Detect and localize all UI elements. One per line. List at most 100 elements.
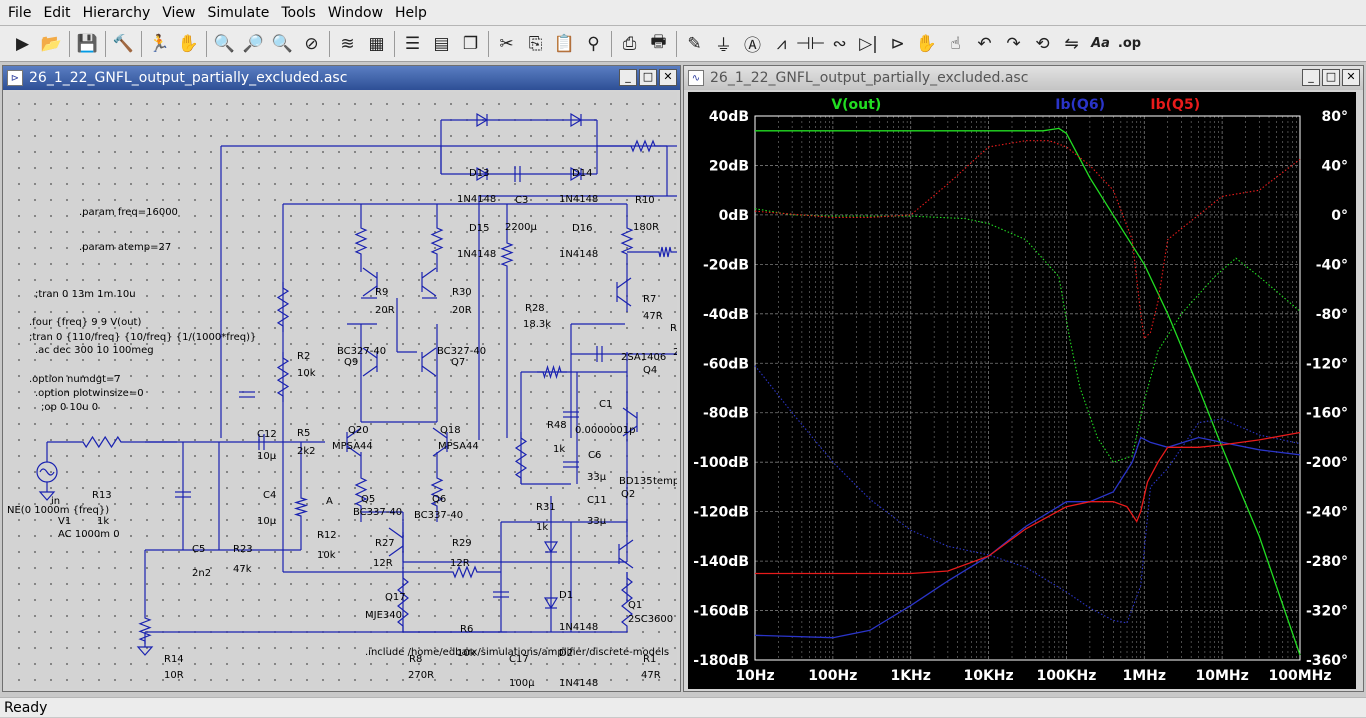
component-label: 1k — [536, 522, 548, 533]
transistor-lead — [362, 267, 378, 279]
menu-hierarchy[interactable]: Hierarchy — [82, 4, 151, 21]
transistor-lead — [421, 365, 437, 377]
copy-icon[interactable]: ⎘ — [528, 33, 543, 54]
plot-maximize-button[interactable]: □ — [1322, 69, 1340, 86]
resistor-symbol — [430, 222, 444, 260]
component-label: Q6 — [432, 494, 446, 505]
transistor-lead — [432, 445, 448, 457]
resistor-symbol — [621, 572, 633, 632]
rotate-icon[interactable]: ⟲ — [1035, 33, 1050, 54]
find-icon[interactable]: ⚲ — [587, 33, 600, 54]
maximize-button[interactable]: □ — [639, 69, 657, 86]
cascade-icon[interactable]: ❐ — [462, 33, 479, 54]
plot-close-button[interactable]: ✕ — [1342, 69, 1360, 86]
series-vout-mag — [755, 127, 1301, 656]
component-icon[interactable]: ⊳ — [890, 33, 905, 54]
component-label: 10k — [457, 648, 476, 659]
menu-tools[interactable]: Tools — [281, 4, 316, 21]
component-label: Q20 — [348, 425, 369, 436]
spice-directive: ;op 0 10u 0 — [41, 402, 98, 413]
component-label: C4 — [263, 490, 276, 501]
inductor-icon[interactable]: ∾ — [832, 33, 847, 54]
ground-icon[interactable]: ⏚ — [715, 36, 732, 56]
transistor-lead — [421, 267, 437, 279]
resistor-symbol — [537, 364, 567, 380]
component-label: 10R — [164, 670, 184, 681]
y-left-tick-label: -120dB — [693, 505, 749, 521]
undo-icon[interactable]: ↶ — [977, 33, 992, 54]
y-right-tick-label: -40° — [1316, 257, 1348, 273]
y-left-tick-label: -60dB — [703, 356, 749, 372]
diode-icon[interactable]: ▷| — [859, 33, 878, 54]
y-left-tick-label: 0dB — [719, 208, 749, 224]
menu-simulate[interactable]: Simulate — [207, 4, 270, 21]
control-panel-icon[interactable]: 🔨 — [112, 33, 135, 54]
resistor-symbol — [514, 432, 528, 484]
spice-directive: .option plotwinsize=0 — [35, 388, 144, 399]
source-sine — [39, 468, 55, 476]
print-setup-icon[interactable]: ⎙ — [622, 33, 637, 54]
component-label: 33µ — [587, 472, 607, 483]
component-label: 10k — [317, 550, 336, 561]
resistor-symbol — [276, 282, 290, 332]
redo-icon[interactable]: ↷ — [1006, 33, 1021, 54]
zoom-pan-icon[interactable]: 🔎 — [242, 33, 265, 54]
schematic-doc-icon: ⊳ — [7, 70, 23, 86]
menu-view[interactable]: View — [162, 4, 196, 21]
halt-icon[interactable]: ✋ — [177, 33, 200, 54]
transistor-lead — [622, 425, 638, 437]
component-label: R29 — [452, 538, 472, 549]
minimize-button[interactable]: _ — [619, 69, 637, 86]
component-label: R7 — [643, 294, 656, 305]
diode-symbol — [570, 166, 583, 182]
resistor-icon[interactable]: ⩘ — [776, 33, 787, 54]
component-label: 270R — [408, 670, 434, 681]
component-label: R12 — [317, 530, 337, 541]
menu-window[interactable]: Window — [327, 4, 384, 21]
open-icon[interactable]: 📂 — [40, 33, 63, 54]
paste-icon[interactable]: 📋 — [553, 33, 576, 54]
cut-icon[interactable]: ✂ — [499, 33, 514, 54]
run-man-icon[interactable]: 🏃 — [148, 33, 171, 54]
tile-horizontal-icon[interactable]: ☰ — [404, 33, 421, 54]
toolbar-separator — [676, 30, 677, 57]
text-icon[interactable]: Aa — [1091, 36, 1110, 51]
zoom-cancel-icon[interactable]: ⊘ — [304, 33, 319, 54]
drag-icon[interactable]: ☝ — [950, 33, 961, 54]
mirror-icon[interactable]: ⇋ — [1064, 33, 1079, 54]
save-icon[interactable]: 💾 — [76, 33, 99, 54]
menu-edit[interactable]: Edit — [43, 4, 71, 21]
label-net-icon[interactable]: Ⓐ — [744, 36, 761, 56]
view-icon[interactable]: ▦ — [368, 33, 385, 54]
autorange-icon[interactable]: ≋ — [340, 33, 355, 54]
zoom-out-icon[interactable]: 🔍 — [271, 33, 294, 54]
plot-titlebar[interactable]: ∿ 26_1_22_GNFL_output_partially_excluded… — [684, 66, 1363, 90]
y-right-tick-label: 80° — [1322, 109, 1348, 125]
waveform-doc-icon: ∿ — [688, 70, 704, 86]
schematic-titlebar[interactable]: ⊳ 26_1_22_GNFL_output_partially_excluded… — [3, 66, 680, 90]
spice-directive-icon[interactable]: .op — [1117, 36, 1142, 51]
print-icon[interactable]: 🖶 — [650, 32, 667, 52]
run-icon[interactable]: ▶ — [15, 33, 30, 54]
menu-file[interactable]: File — [8, 4, 32, 21]
plot-minimize-button[interactable]: _ — [1302, 69, 1320, 86]
tile-vertical-icon[interactable]: ▤ — [433, 33, 450, 54]
x-tick-label: 100KHz — [1036, 668, 1096, 684]
move-icon[interactable]: ✋ — [915, 33, 938, 54]
transistor-lead — [362, 365, 378, 377]
menu-bar: File Edit Hierarchy View Simulate Tools Window… — [0, 0, 1366, 26]
component-label: 10µ — [257, 451, 277, 462]
legend-ibq6: Ib(Q6) — [1055, 97, 1105, 113]
component-label: A — [326, 496, 333, 507]
capacitor-icon[interactable]: ⊣⊢ — [795, 33, 826, 54]
close-button[interactable]: ✕ — [659, 69, 677, 86]
resistor-symbol — [77, 435, 127, 449]
draw-wire-icon[interactable]: ✎ — [687, 33, 702, 54]
zoom-in-icon[interactable]: 🔍 — [213, 33, 236, 54]
menu-help[interactable]: Help — [395, 4, 427, 21]
component-label: Q4 — [643, 365, 657, 376]
component-label: C12 — [257, 429, 277, 440]
